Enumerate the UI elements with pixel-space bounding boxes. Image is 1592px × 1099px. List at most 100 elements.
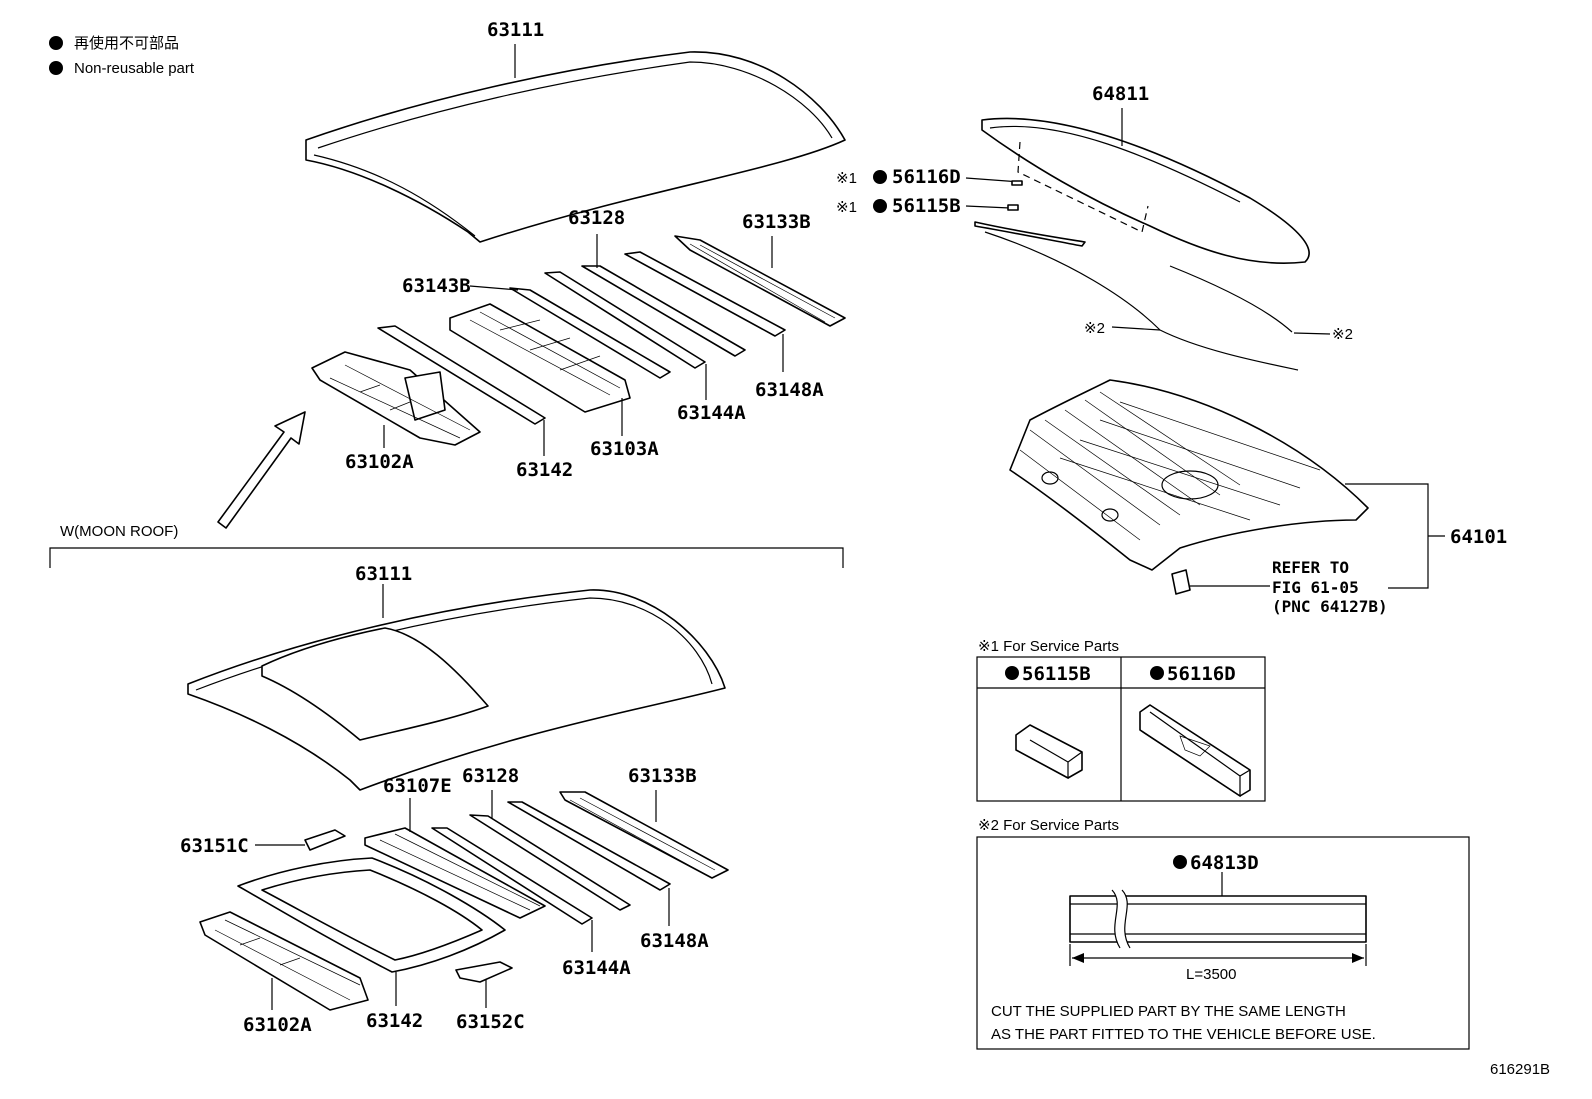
moon-bow-63133B-drawing bbox=[559, 791, 729, 879]
bow-63142-drawing bbox=[377, 325, 546, 425]
drawing-stroke bbox=[404, 371, 446, 421]
drawing-stroke bbox=[1161, 470, 1219, 500]
mark2-left: ※2 bbox=[1084, 320, 1105, 337]
non-reusable-bullet-icon bbox=[873, 199, 887, 213]
legend: 再使用不可部品 Non-reusable part bbox=[49, 35, 195, 77]
label-63144A-lower: 63144A bbox=[562, 957, 631, 979]
package-tray-64101-drawing bbox=[1009, 379, 1369, 571]
label-63128-upper: 63128 bbox=[568, 207, 625, 229]
label-63142-upper: 63142 bbox=[516, 459, 573, 481]
non-reusable-bullet-icon bbox=[49, 36, 63, 50]
legend-en-label: Non-reusable part bbox=[74, 60, 195, 77]
bow-63143B-drawing bbox=[509, 287, 671, 379]
label-63148A-upper: 63148A bbox=[755, 379, 824, 401]
upper-assembly: 63111 63128 63133B 63143B 63102A 63142 6… bbox=[217, 19, 846, 529]
drawing-stroke bbox=[1041, 471, 1059, 485]
roof-panel-drawing bbox=[305, 51, 846, 243]
non-reusable-bullet-icon bbox=[1173, 855, 1187, 869]
spacer-56116D-drawing bbox=[1139, 704, 1251, 797]
bracket-63152C-drawing bbox=[455, 961, 513, 983]
moon-bow-63128-drawing bbox=[469, 814, 631, 911]
service2-part: 64813D bbox=[1190, 852, 1259, 874]
bow-63148A-drawing bbox=[624, 251, 786, 337]
drawing-stroke bbox=[1059, 401, 1321, 521]
drawing-stroke bbox=[379, 833, 541, 911]
label-63133B-lower: 63133B bbox=[628, 765, 697, 787]
drawing-stroke bbox=[1017, 141, 1149, 233]
label-63102A-lower: 63102A bbox=[243, 1014, 312, 1036]
label-63148A-lower: 63148A bbox=[640, 930, 709, 952]
drawing-stroke bbox=[1072, 953, 1084, 963]
drawing-stroke bbox=[569, 797, 716, 875]
drawing-stroke bbox=[989, 125, 1241, 203]
drawing-stroke bbox=[1352, 953, 1364, 963]
drawing-stroke bbox=[261, 627, 489, 741]
panel-63103A-drawing bbox=[449, 303, 631, 413]
drawing-stroke bbox=[1169, 265, 1293, 333]
drawing-stroke bbox=[1111, 889, 1121, 949]
rear-assembly: 64811 ※1 56116D ※1 56115B ※2 ※2 64101 RE… bbox=[836, 83, 1507, 616]
label-56116D: 56116D bbox=[892, 166, 961, 188]
drawing-stroke bbox=[469, 311, 621, 396]
label-63152C-lower: 63152C bbox=[456, 1011, 525, 1033]
drawing-stroke bbox=[261, 869, 483, 961]
service-parts-2: ※2 For Service Parts 64813D L=3500 CUT T… bbox=[976, 817, 1470, 1050]
service2-note-line2: AS THE PART FITTED TO THE VEHICLE BEFORE… bbox=[991, 1026, 1376, 1043]
drawing-stroke bbox=[1015, 739, 1083, 780]
non-reusable-bullet-icon bbox=[49, 61, 63, 75]
bow-63144A-drawing bbox=[544, 271, 706, 369]
drawing-stroke bbox=[1019, 391, 1241, 541]
label-63143B-upper: 63143B bbox=[402, 275, 471, 297]
moon-header-63102A-drawing bbox=[199, 911, 369, 1011]
drawing-stroke bbox=[214, 919, 361, 1001]
service2-length: L=3500 bbox=[1186, 966, 1236, 983]
service2-title: ※2 For Service Parts bbox=[978, 817, 1119, 834]
refer-line2: FIG 61-05 bbox=[1272, 578, 1359, 597]
drawing-stroke bbox=[217, 411, 306, 529]
section-bracket bbox=[49, 547, 844, 568]
leader-line bbox=[965, 205, 1011, 209]
moon-bow-63148A-drawing bbox=[507, 801, 671, 891]
label-63102A-upper: 63102A bbox=[345, 451, 414, 473]
header-63102A-drawing bbox=[311, 351, 481, 446]
leader-line bbox=[1293, 332, 1331, 335]
drawing-stroke bbox=[974, 221, 1086, 247]
leader-line bbox=[965, 177, 1021, 183]
drawing-stroke bbox=[1171, 569, 1191, 595]
drawing-stroke bbox=[313, 154, 476, 237]
non-reusable-bullet-icon bbox=[1005, 666, 1019, 680]
service2-note-line1: CUT THE SUPPLIED PART BY THE SAME LENGTH bbox=[991, 1003, 1346, 1020]
drawing-stroke bbox=[329, 364, 471, 439]
service1-col2: 56116D bbox=[1167, 663, 1236, 685]
label-63128-lower: 63128 bbox=[462, 765, 519, 787]
legend-jp-label: 再使用不可部品 bbox=[74, 35, 179, 52]
label-63111-upper: 63111 bbox=[487, 19, 544, 41]
drawing-stroke bbox=[689, 243, 836, 323]
drawing-stroke bbox=[1139, 711, 1251, 798]
drawing-stroke bbox=[1112, 890, 1130, 948]
moon-roof-section: W(MOON ROOF) 63111 63107E 63128 63133B 6… bbox=[49, 523, 844, 1036]
mark1-spacer-d: ※1 bbox=[836, 170, 857, 187]
drawing-stroke bbox=[1101, 508, 1119, 522]
label-64101: 64101 bbox=[1450, 526, 1507, 548]
refer-line3: (PNC 64127B) bbox=[1272, 597, 1388, 616]
non-reusable-bullet-icon bbox=[1150, 666, 1164, 680]
label-63133B-upper: 63133B bbox=[742, 211, 811, 233]
leader-line bbox=[1111, 326, 1161, 331]
service1-title: ※1 For Service Parts bbox=[978, 638, 1119, 655]
mark1-spacer-b: ※1 bbox=[836, 199, 857, 216]
label-63111-lower: 63111 bbox=[355, 563, 412, 585]
leader-63143B bbox=[469, 285, 519, 291]
drawing-stroke bbox=[976, 836, 1470, 1050]
bow-63128-drawing bbox=[581, 265, 746, 357]
moon-roof-label: W(MOON ROOF) bbox=[60, 523, 178, 540]
figure-id: 616291B bbox=[1490, 1061, 1550, 1078]
molding-64813D-drawing bbox=[1069, 895, 1367, 943]
moon-bow-63144A-drawing bbox=[431, 827, 593, 925]
drawing-stroke bbox=[317, 61, 833, 149]
label-63103A-upper: 63103A bbox=[590, 438, 659, 460]
bow-63133B-drawing bbox=[674, 235, 846, 327]
label-64811: 64811 bbox=[1092, 83, 1149, 105]
label-56115B: 56115B bbox=[892, 195, 961, 217]
